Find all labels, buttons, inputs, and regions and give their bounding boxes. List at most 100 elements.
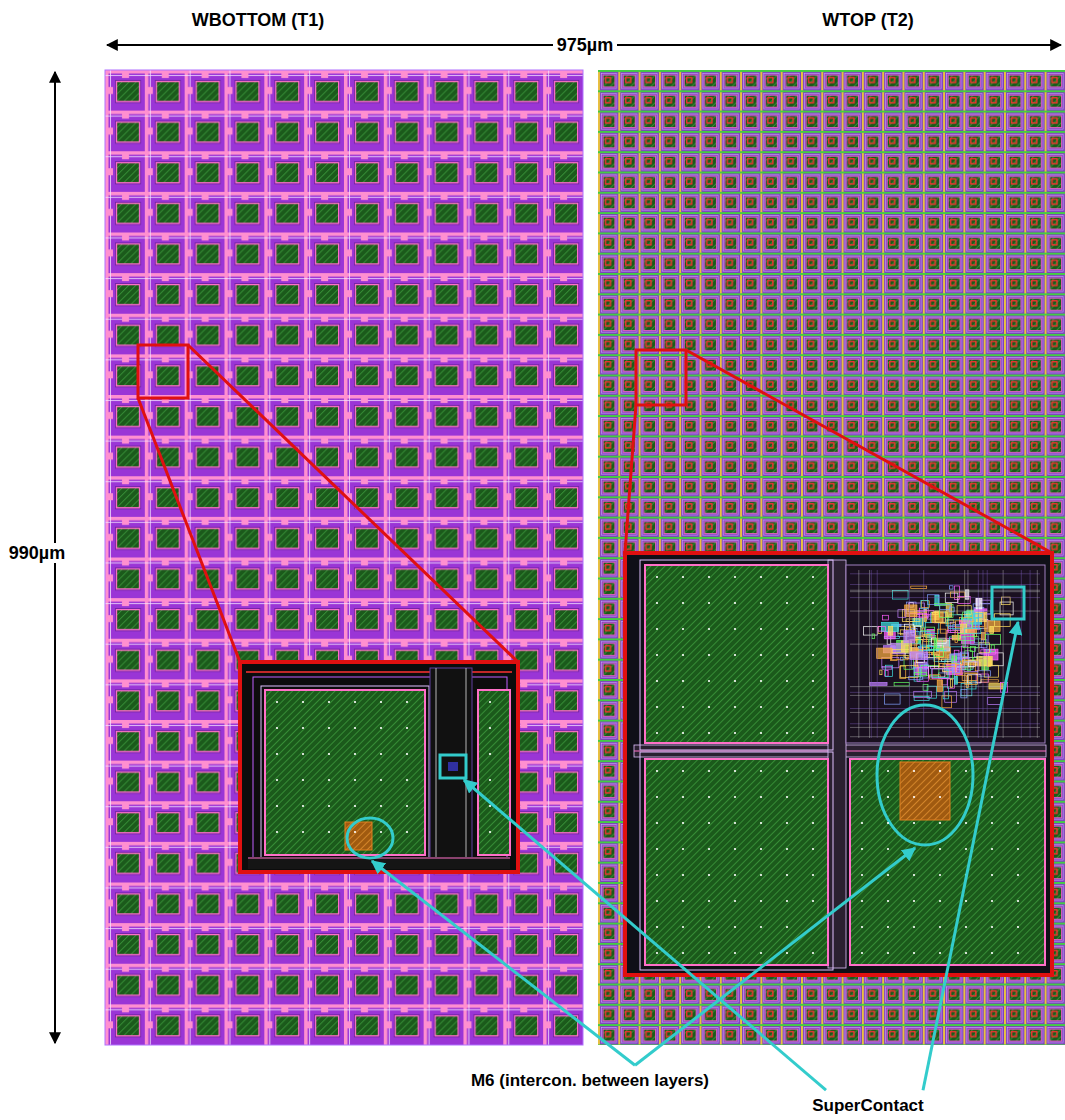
- circuit-cell: [926, 646, 939, 649]
- panel-title: WTOP (T2): [822, 10, 913, 31]
- pad-dot: [1017, 900, 1019, 902]
- circuit-cell: [968, 629, 977, 633]
- pad-dot: [708, 770, 710, 772]
- pad-dot: [682, 952, 684, 954]
- pad-dot: [1017, 822, 1019, 824]
- circuit-cell: [915, 636, 927, 649]
- pad-dot: [812, 576, 814, 578]
- pad-dot: [861, 822, 863, 824]
- inset-line: [640, 752, 833, 970]
- pad-dot: [276, 831, 278, 833]
- callout-label: SuperContact: [812, 1096, 923, 1116]
- circuit-cell: [883, 615, 889, 620]
- pad-dot: [328, 727, 330, 729]
- pad-dot: [734, 770, 736, 772]
- pad-dot: [682, 900, 684, 902]
- circuit-cell: [990, 626, 994, 633]
- pad-dot: [786, 952, 788, 954]
- pad-dot: [760, 576, 762, 578]
- pad-dot: [302, 727, 304, 729]
- circuit-cell: [1000, 602, 1013, 615]
- circuit-cell: [973, 614, 982, 618]
- pad-dot: [786, 926, 788, 928]
- circuit-wire: [850, 591, 1040, 592]
- circuit-wire: [1021, 570, 1022, 738]
- pad-dot: [656, 706, 658, 708]
- pad-dot: [812, 654, 814, 656]
- pad-dot: [887, 952, 889, 954]
- bottom-tier-inset: [240, 662, 518, 872]
- pad-dot: [1017, 796, 1019, 798]
- m6-interconnect: [900, 762, 950, 820]
- pad-dot: [489, 831, 491, 833]
- circuit-cell: [882, 667, 892, 670]
- pad-dot: [939, 952, 941, 954]
- zoom-box: [636, 350, 686, 405]
- leader-line: [923, 622, 1018, 1090]
- pad-dot: [887, 770, 889, 772]
- pad-dot: [760, 732, 762, 734]
- pad-dot: [682, 706, 684, 708]
- circuit-cell: [930, 613, 945, 623]
- highlight-box: [992, 587, 1024, 619]
- circuit-cell: [940, 605, 950, 610]
- pad-dot: [328, 831, 330, 833]
- pad-dot: [354, 753, 356, 755]
- circuit-cell: [906, 619, 920, 622]
- circuit-cell: [921, 627, 935, 631]
- pad-dot: [734, 576, 736, 578]
- pad-dot: [887, 926, 889, 928]
- circuit-cell: [940, 664, 957, 667]
- pad-dot: [760, 952, 762, 954]
- pad-dot: [734, 874, 736, 876]
- circuit-cell: [910, 652, 928, 660]
- highlight-ellipse: [877, 705, 973, 845]
- pad-dot: [760, 900, 762, 902]
- circuit-cell: [981, 640, 987, 648]
- pad-dot: [887, 796, 889, 798]
- pad-dot: [812, 602, 814, 604]
- pad-dot: [380, 779, 382, 781]
- pad-dot: [1017, 848, 1019, 850]
- pad-dot: [913, 900, 915, 902]
- pad-dot: [302, 753, 304, 755]
- circuit-wire: [877, 570, 878, 738]
- circuit-cell: [966, 676, 968, 687]
- metal-pad: [645, 565, 828, 743]
- circuit-cell: [950, 586, 953, 589]
- circuit-wire: [850, 644, 1040, 645]
- pad-dot: [887, 900, 889, 902]
- pad-dot: [991, 770, 993, 772]
- pad-dot: [406, 831, 408, 833]
- circuit-cell: [946, 604, 951, 617]
- pad-dot: [786, 732, 788, 734]
- pad-dot: [760, 822, 762, 824]
- pad-dot: [734, 848, 736, 850]
- pad-dot: [656, 770, 658, 772]
- pad-dot: [1017, 952, 1019, 954]
- pad-dot: [682, 796, 684, 798]
- pad-dot: [276, 727, 278, 729]
- circuit-wire: [964, 570, 965, 738]
- circuit-wire: [850, 708, 1040, 709]
- pad-dot: [939, 822, 941, 824]
- circuit-wire: [850, 584, 1040, 585]
- pad-dot: [913, 796, 915, 798]
- pad-dot: [406, 779, 408, 781]
- bottom-tier-layout: [105, 70, 583, 1045]
- pad-dot: [991, 926, 993, 928]
- circuit-cell: [892, 650, 910, 653]
- pad-dot: [682, 926, 684, 928]
- pad-dot: [786, 770, 788, 772]
- dimension-label: 990µm: [5, 543, 69, 564]
- pad-dot: [656, 654, 658, 656]
- circuit-cell: [891, 655, 908, 659]
- pad-dot: [734, 680, 736, 682]
- pad-dot: [734, 796, 736, 798]
- pad-dot: [489, 753, 491, 755]
- circuit-area: [846, 565, 1045, 743]
- pad-dot: [302, 779, 304, 781]
- leader-lines: [372, 622, 1018, 1090]
- circuit-cell: [934, 648, 944, 656]
- circuit-cell: [921, 600, 928, 608]
